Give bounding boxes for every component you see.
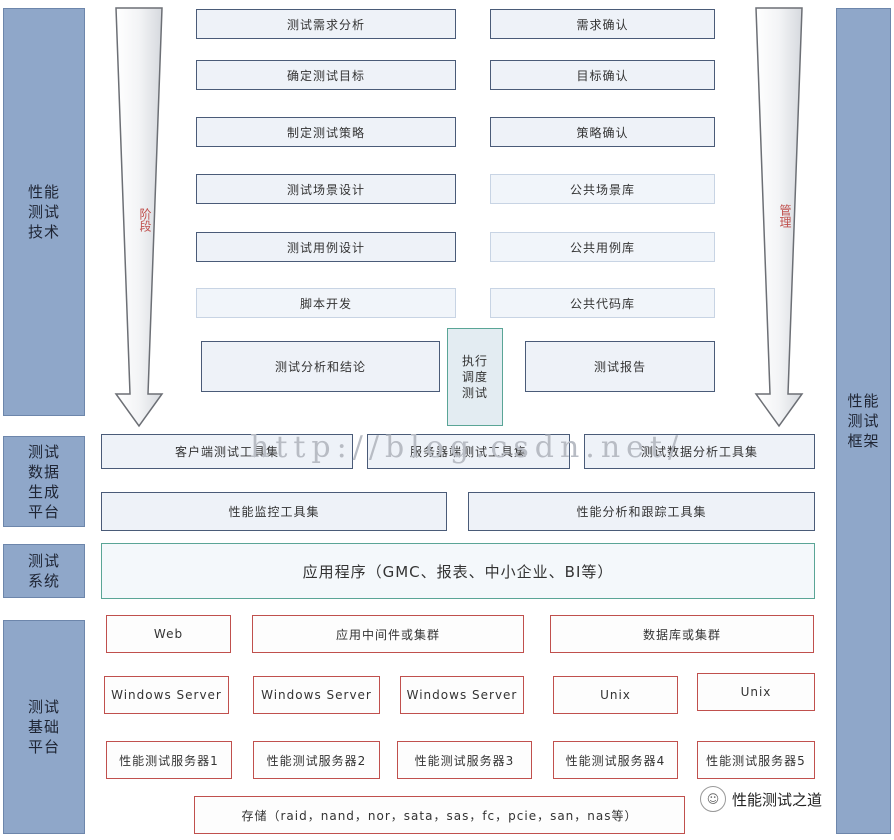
stage-right-5: 公共用例库 — [490, 232, 715, 262]
database-box: 数据库或集群 — [550, 615, 814, 653]
side-label-data-platform: 测试数据生成平台 — [3, 436, 85, 527]
server-tools-box: 服务器端测试工具集 — [367, 434, 570, 469]
report-box: 测试报告 — [525, 341, 715, 392]
server-box-3: 性能测试服务器3 — [397, 741, 532, 779]
analysis-box: 测试分析和结论 — [201, 341, 440, 392]
trace-tools-box: 性能分析和跟踪工具集 — [468, 492, 815, 531]
side-label-infra: 测试基础平台 — [3, 620, 85, 834]
stage-left-2: 确定测试目标 — [196, 60, 456, 90]
server-box-4: 性能测试服务器4 — [553, 741, 678, 779]
stage-left-1: 测试需求分析 — [196, 9, 456, 39]
stage-left-3: 制定测试策略 — [196, 117, 456, 147]
arrow-label-management: 管理 — [778, 204, 792, 228]
client-tools-box: 客户端测试工具集 — [101, 434, 353, 469]
stage-right-3: 策略确认 — [490, 117, 715, 147]
storage-box: 存储（raid，nand，nor，sata，sas，fc，pcie，san，na… — [194, 796, 685, 834]
os-box-2: Windows Server — [253, 676, 380, 714]
stage-arrow-icon — [114, 7, 164, 428]
side-label-system: 测试系统 — [3, 544, 85, 598]
wechat-icon: ☺ — [700, 786, 726, 812]
web-box: Web — [106, 615, 231, 653]
stage-left-4: 测试场景设计 — [196, 174, 456, 204]
arrow-label-stage: 阶段 — [138, 208, 152, 232]
server-box-5: 性能测试服务器5 — [697, 741, 815, 779]
brand-text: 性能测试之道 — [732, 790, 823, 809]
stage-right-2: 目标确认 — [490, 60, 715, 90]
server-box-1: 性能测试服务器1 — [106, 741, 232, 779]
os-box-3: Windows Server — [400, 676, 524, 714]
data-tools-box: 测试数据分析工具集 — [584, 434, 815, 469]
os-box-1: Windows Server — [104, 676, 229, 714]
os-box-5: Unix — [697, 673, 815, 711]
stage-right-4: 公共场景库 — [490, 174, 715, 204]
stage-left-6: 脚本开发 — [196, 288, 456, 318]
server-box-2: 性能测试服务器2 — [253, 741, 380, 779]
stage-right-1: 需求确认 — [490, 9, 715, 39]
application-box: 应用程序（GMC、报表、中小企业、BI等） — [101, 543, 815, 599]
side-label-framework: 性能测试框架 — [836, 8, 891, 834]
management-arrow-icon — [754, 7, 804, 428]
side-label-technique: 性能测试技术 — [3, 8, 85, 416]
brand-badge: ☺ 性能测试之道 — [700, 786, 822, 812]
stage-right-6: 公共代码库 — [490, 288, 715, 318]
exec-box: 执行调度测试 — [447, 328, 503, 426]
os-box-4: Unix — [553, 676, 678, 714]
stage-left-5: 测试用例设计 — [196, 232, 456, 262]
monitor-tools-box: 性能监控工具集 — [101, 492, 447, 531]
middleware-box: 应用中间件或集群 — [252, 615, 524, 653]
